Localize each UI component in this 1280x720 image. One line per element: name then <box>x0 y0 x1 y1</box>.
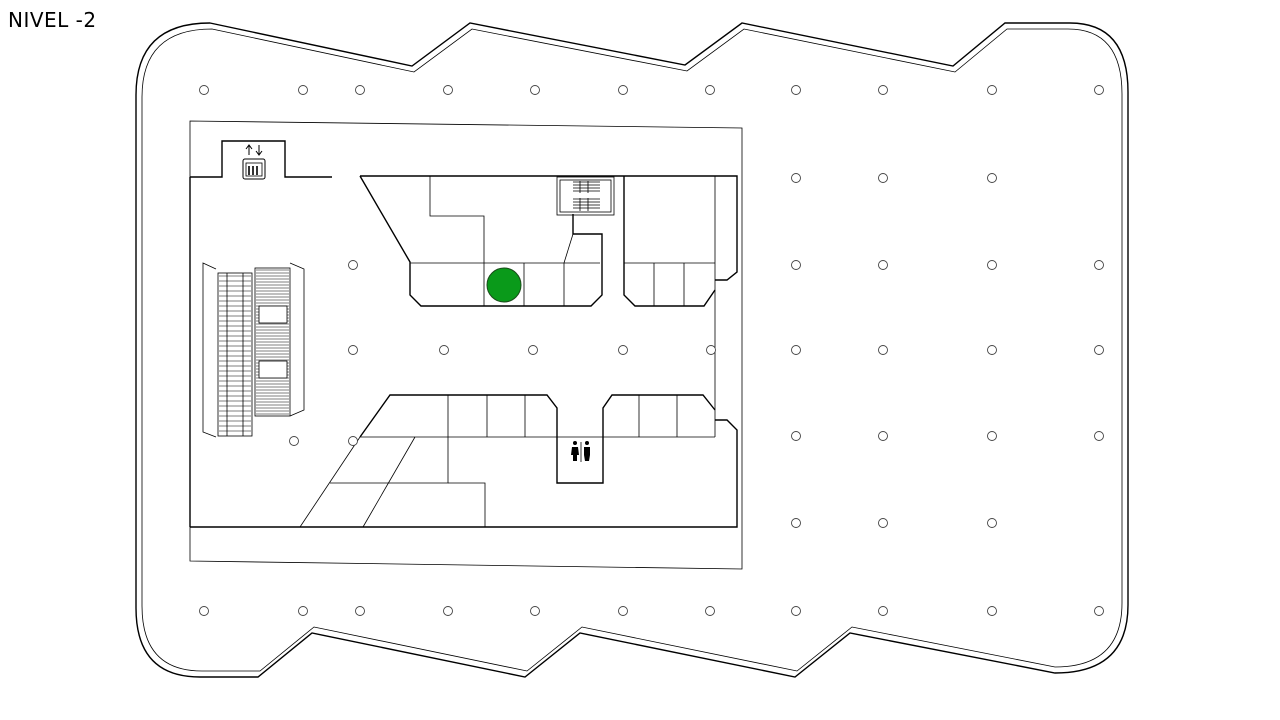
column <box>791 260 801 270</box>
store-block-lower <box>299 394 716 528</box>
column <box>791 431 801 441</box>
column <box>878 173 888 183</box>
column <box>705 85 715 95</box>
level-title: NIVEL -2 <box>8 8 97 32</box>
column <box>705 606 715 616</box>
location-marker <box>486 267 522 303</box>
column <box>530 606 540 616</box>
column <box>987 173 997 183</box>
column <box>1094 431 1104 441</box>
column <box>530 85 540 95</box>
column <box>791 345 801 355</box>
column <box>1094 85 1104 95</box>
column <box>355 85 365 95</box>
escalator-icon <box>202 262 305 438</box>
column <box>199 606 209 616</box>
column <box>987 85 997 95</box>
column <box>298 85 308 95</box>
column <box>298 606 308 616</box>
column <box>443 606 453 616</box>
restroom-icon <box>571 441 590 462</box>
column <box>355 606 365 616</box>
atrium-area <box>189 120 743 570</box>
column <box>289 436 299 446</box>
column <box>706 345 716 355</box>
column <box>987 260 997 270</box>
column <box>987 518 997 528</box>
store-block-upper-left <box>359 175 603 307</box>
column <box>878 345 888 355</box>
column <box>791 85 801 95</box>
column <box>987 431 997 441</box>
column <box>443 85 453 95</box>
column <box>987 606 997 616</box>
column <box>1094 345 1104 355</box>
column <box>348 436 358 446</box>
column <box>348 260 358 270</box>
column <box>791 173 801 183</box>
column <box>987 345 997 355</box>
building-outline <box>135 22 1129 678</box>
column <box>878 260 888 270</box>
column <box>199 85 209 95</box>
column <box>618 606 628 616</box>
column <box>1094 260 1104 270</box>
elevator-icon <box>242 144 266 180</box>
column <box>878 606 888 616</box>
column <box>439 345 449 355</box>
column <box>878 518 888 528</box>
column <box>618 85 628 95</box>
stairs-icon <box>556 176 615 216</box>
column <box>528 345 538 355</box>
column <box>878 431 888 441</box>
column <box>1094 606 1104 616</box>
columns <box>199 85 1104 616</box>
column <box>791 606 801 616</box>
column <box>791 518 801 528</box>
column <box>348 345 358 355</box>
column <box>878 85 888 95</box>
column <box>618 345 628 355</box>
store-block-upper-right <box>623 176 716 307</box>
